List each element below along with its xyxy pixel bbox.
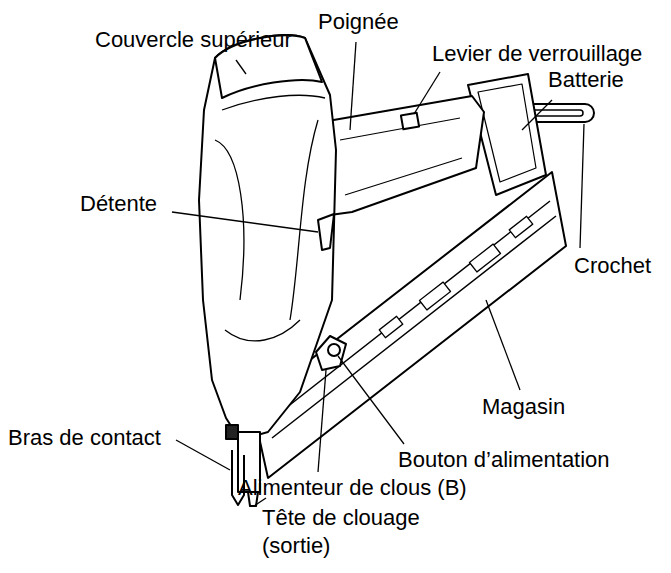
part-label: Bouton d’alimentation — [398, 446, 610, 474]
nail-feeder — [316, 336, 346, 370]
depth-adjuster — [226, 425, 238, 439]
handle — [322, 96, 484, 215]
magazine-slot — [469, 244, 500, 272]
part-label: Détente — [80, 190, 157, 218]
part-label: Batterie — [548, 66, 624, 94]
part-label: Tête de clouage (sortie) — [262, 504, 442, 559]
leader-line — [172, 212, 318, 232]
lock-lever — [401, 113, 419, 130]
housing-detail — [215, 95, 325, 341]
handle-grip — [340, 118, 462, 195]
part-label: Bras de contact — [8, 424, 161, 452]
leader-line — [414, 72, 440, 114]
battery-detail — [478, 84, 536, 182]
leader-line — [338, 356, 404, 444]
part-label: Magasin — [482, 393, 565, 421]
magazine-slot — [509, 216, 532, 237]
magazine-slot — [379, 316, 402, 337]
part-label: Levier de verrouillage — [432, 40, 642, 68]
leader-line — [318, 370, 326, 472]
part-label: Alimenteur de clous (B) — [238, 474, 467, 502]
part-label: Couvercle supérieur — [95, 26, 292, 54]
leader-line — [176, 440, 230, 470]
leader-line — [236, 60, 246, 74]
feed-button — [328, 344, 340, 356]
magazine-slot — [419, 282, 450, 310]
motor-housing — [199, 35, 336, 440]
part-label: Crochet — [574, 252, 651, 280]
trigger — [318, 214, 334, 250]
leader-line — [350, 42, 356, 130]
leader-line — [522, 100, 552, 130]
leader-line — [486, 300, 520, 390]
part-label: Poignée — [318, 8, 399, 36]
leader-line — [580, 124, 584, 248]
